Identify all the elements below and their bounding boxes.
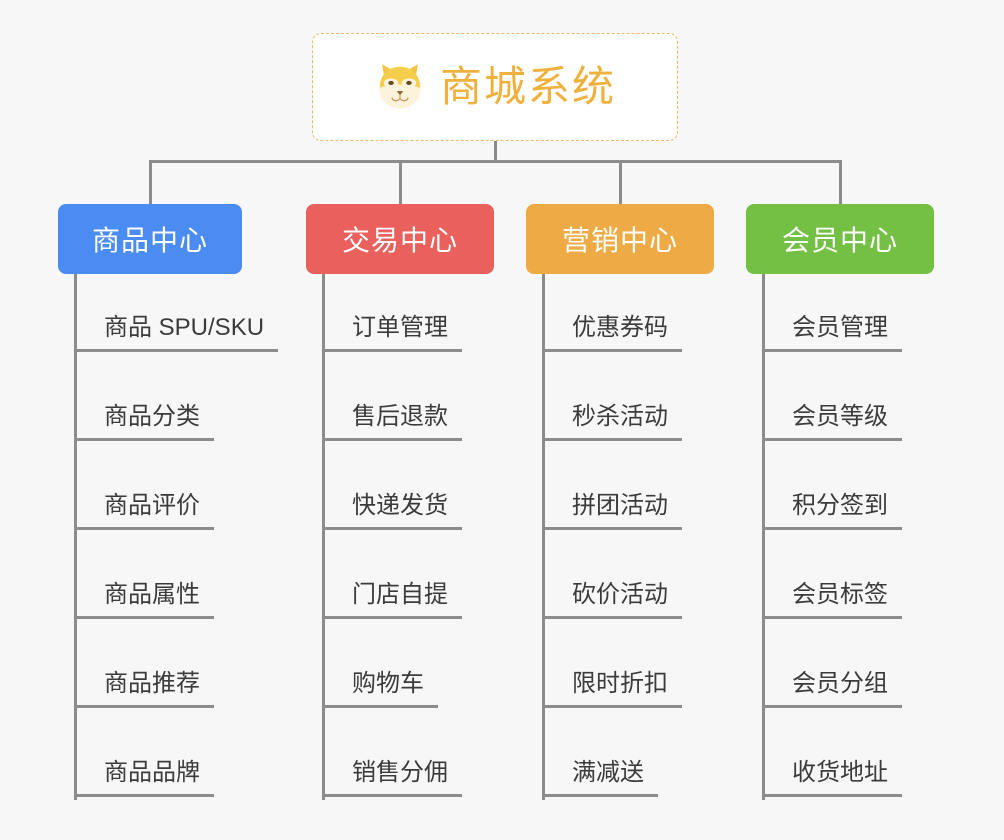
category-title-marketing-center: 营销中心 <box>561 225 678 256</box>
root-title: 商城系统 <box>439 63 616 110</box>
leaf-item-label: 会员标签 <box>762 581 902 619</box>
leaf-item[interactable]: 会员等级 <box>762 395 902 441</box>
category-header-member-center[interactable]: 会员中心 <box>746 204 934 274</box>
column-trade-center: 交易中心订单管理售后退款快递发货门店自提购物车销售分佣 <box>306 204 494 840</box>
leaf-item-label: 会员分组 <box>762 670 902 708</box>
root-stem-line <box>493 141 497 163</box>
leaf-item[interactable]: 商品 SPU/SKU <box>74 306 279 352</box>
leaf-item-label: 砍价活动 <box>542 581 682 619</box>
leaf-item-label: 订单管理 <box>322 314 462 352</box>
leaf-item-label: 会员管理 <box>762 314 902 352</box>
leaf-item[interactable]: 积分签到 <box>762 484 902 530</box>
leaf-item[interactable]: 商品评价 <box>74 484 214 530</box>
leaf-item[interactable]: 销售分佣 <box>322 751 462 797</box>
leaf-item-label: 售后退款 <box>322 403 462 441</box>
category-title-member-center: 会员中心 <box>781 225 898 256</box>
leaf-item[interactable]: 商品分类 <box>74 395 214 441</box>
leaf-item[interactable]: 商品属性 <box>74 573 214 619</box>
shiba-dog-face-icon <box>374 61 426 113</box>
leaf-item[interactable]: 砍价活动 <box>542 573 682 619</box>
column-marketing-center: 营销中心优惠券码秒杀活动拼团活动砍价活动限时折扣满减送 <box>526 204 714 840</box>
root-node[interactable]: 商城系统 <box>312 33 678 141</box>
leaf-item[interactable]: 订单管理 <box>322 306 462 352</box>
column-member-center: 会员中心会员管理会员等级积分签到会员标签会员分组收货地址 <box>746 204 934 840</box>
leaf-item-label: 会员等级 <box>762 403 902 441</box>
category-header-product-center[interactable]: 商品中心 <box>58 204 242 274</box>
leaf-item-label: 限时折扣 <box>542 670 682 708</box>
leaf-item-label: 积分签到 <box>762 492 902 530</box>
leaf-item[interactable]: 拼团活动 <box>542 484 682 530</box>
category-title-product-center: 商品中心 <box>91 225 208 256</box>
leaf-item-label: 商品推荐 <box>74 670 214 708</box>
category-drop-line-product-center <box>148 160 152 204</box>
leaf-item-label: 秒杀活动 <box>542 403 682 441</box>
horizontal-bus-line <box>148 160 842 163</box>
category-header-trade-center[interactable]: 交易中心 <box>306 204 494 274</box>
category-drop-line-member-center <box>838 160 842 204</box>
leaf-item-label: 收货地址 <box>762 759 902 797</box>
category-drop-line-marketing-center <box>618 160 622 204</box>
leaf-item-label: 商品 SPU/SKU <box>74 314 279 352</box>
leaf-item-label: 拼团活动 <box>542 492 682 530</box>
category-title-trade-center: 交易中心 <box>341 225 458 256</box>
leaf-item-label: 门店自提 <box>322 581 462 619</box>
leaf-item[interactable]: 售后退款 <box>322 395 462 441</box>
leaf-item-label: 快递发货 <box>322 492 462 530</box>
leaf-item-label: 商品属性 <box>74 581 214 619</box>
leaf-item[interactable]: 商品品牌 <box>74 751 214 797</box>
leaf-item-label: 商品评价 <box>74 492 214 530</box>
leaf-item-label: 商品品牌 <box>74 759 214 797</box>
leaf-item[interactable]: 收货地址 <box>762 751 902 797</box>
leaf-item[interactable]: 会员分组 <box>762 662 902 708</box>
leaf-item[interactable]: 限时折扣 <box>542 662 682 708</box>
category-header-marketing-center[interactable]: 营销中心 <box>526 204 714 274</box>
trunk-line-member-center <box>762 274 765 800</box>
leaf-item[interactable]: 商品推荐 <box>74 662 214 708</box>
leaf-item[interactable]: 快递发货 <box>322 484 462 530</box>
leaf-item[interactable]: 满减送 <box>542 751 658 797</box>
leaf-item-label: 优惠券码 <box>542 314 682 352</box>
trunk-line-product-center <box>74 274 77 800</box>
leaf-item-label: 商品分类 <box>74 403 214 441</box>
leaf-item-label: 购物车 <box>322 670 438 708</box>
leaf-item[interactable]: 购物车 <box>322 662 438 708</box>
column-product-center: 商品中心商品 SPU/SKU 商品分类商品评价商品属性商品推荐商品品牌 <box>58 204 279 840</box>
leaf-item[interactable]: 优惠券码 <box>542 306 682 352</box>
trunk-line-trade-center <box>322 274 325 800</box>
category-drop-line-trade-center <box>398 160 402 204</box>
leaf-item[interactable]: 会员管理 <box>762 306 902 352</box>
leaf-item-label: 销售分佣 <box>322 759 462 797</box>
leaf-item-label: 满减送 <box>542 759 658 797</box>
leaf-item[interactable]: 门店自提 <box>322 573 462 619</box>
leaf-item[interactable]: 会员标签 <box>762 573 902 619</box>
leaf-item[interactable]: 秒杀活动 <box>542 395 682 441</box>
trunk-line-marketing-center <box>542 274 545 800</box>
